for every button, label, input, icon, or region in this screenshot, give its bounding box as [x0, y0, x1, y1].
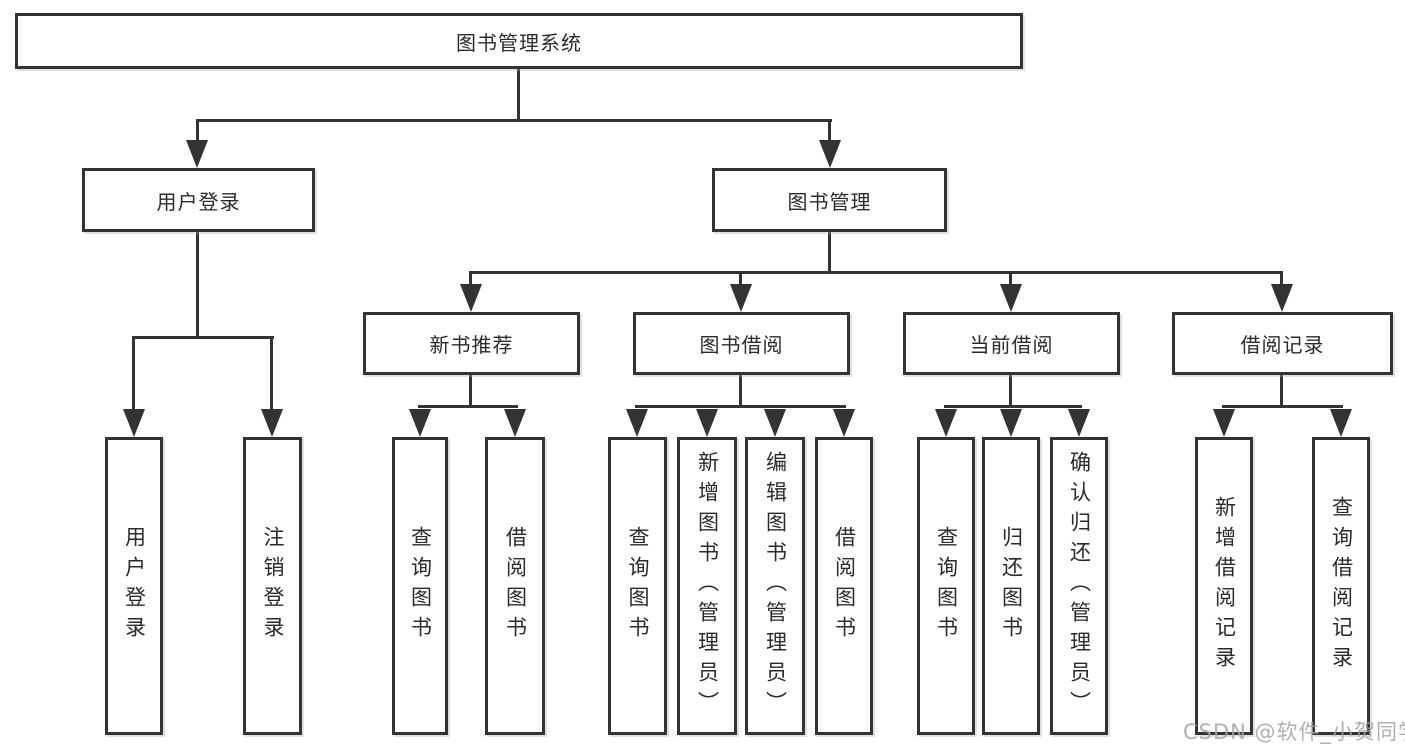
leaf-query-borrow-record: 查询借阅记录 [1312, 437, 1370, 735]
arrow-down-icon [764, 409, 786, 437]
connector-branch-hline [944, 405, 1082, 408]
arrow-down-icon [261, 409, 283, 437]
arrow-down-icon [123, 409, 145, 437]
leaf-label: 查询图书 [934, 526, 959, 646]
leaf-edit-book-admin: 编辑图书（管理员） [745, 437, 805, 735]
arrow-down-icon [833, 409, 855, 437]
leaf-add-borrow-record: 新增借阅记录 [1195, 437, 1253, 735]
arrow-down-icon [1068, 409, 1090, 437]
leaf-borrow-books: 借阅图书 [815, 437, 873, 735]
leaf-add-book-admin: 新增图书（管理员） [677, 437, 737, 735]
leaf-label: 查询图书 [626, 526, 650, 646]
connector-leaf-stem [469, 271, 472, 285]
arrow-down-icon [819, 140, 841, 168]
arrow-down-icon [1000, 284, 1022, 312]
arrow-down-icon [186, 140, 208, 168]
leaf-confirm-return-admin: 确认归还（管理员） [1050, 437, 1108, 735]
connector-leaf-stem [132, 336, 135, 411]
connector-book-mgmt-stem [828, 119, 831, 142]
leaf-logout: 注销登录 [243, 437, 302, 735]
arrow-down-icon [730, 284, 752, 312]
node-book-management: 图书管理 [712, 168, 947, 232]
connector-mgmt-branch-drop [828, 232, 831, 274]
connector-level2-hline [469, 271, 1283, 274]
connector-level1-hline [196, 119, 832, 122]
csdn-watermark: CSDN @软件_小贺同学 [1183, 720, 1405, 744]
leaf-query-books-borrow: 查询图书 [608, 437, 667, 735]
arrow-down-icon [1330, 409, 1352, 437]
leaf-label: 查询借阅记录 [1329, 496, 1354, 676]
connector-branch-hline [1222, 405, 1343, 408]
connector-branch-drop [469, 375, 472, 408]
connector-branch-drop [1009, 375, 1012, 408]
arrow-down-icon [504, 409, 526, 437]
connector-user-login-stem [196, 119, 199, 142]
leaf-user-login: 用户登录 [105, 437, 163, 735]
connector-root-drop [517, 69, 520, 122]
leaf-return-book: 归还图书 [982, 437, 1040, 735]
arrow-down-icon [696, 409, 718, 437]
leaf-label: 用户登录 [122, 526, 147, 646]
connector-leaf-stem [270, 336, 273, 411]
connector-branch-drop [739, 375, 742, 408]
node-new-book-recommend: 新书推荐 [363, 312, 580, 375]
node-user-login: 用户登录 [82, 168, 315, 232]
leaf-label: 注销登录 [261, 526, 285, 646]
connector-user-branch-hline [132, 336, 274, 339]
leaf-label: 新增借阅记录 [1212, 496, 1237, 676]
arrow-down-icon [1271, 284, 1293, 312]
arrow-down-icon [1213, 409, 1235, 437]
leaf-label: 新增图书（管理员） [695, 451, 720, 721]
leaf-query-books-recommend: 查询图书 [392, 437, 448, 735]
node-current-borrow: 当前借阅 [903, 312, 1120, 375]
connector-leaf-stem [1280, 271, 1283, 285]
arrow-down-icon [1000, 409, 1022, 437]
arrow-down-icon [935, 409, 957, 437]
connector-branch-hline [635, 405, 846, 408]
leaf-label: 确认归还（管理员） [1067, 451, 1092, 721]
arrow-down-icon [626, 409, 648, 437]
node-book-borrow: 图书借阅 [633, 312, 850, 375]
arrow-down-icon [460, 284, 482, 312]
leaf-label: 借阅图书 [503, 526, 528, 646]
leaf-borrow-books-recommend: 借阅图书 [485, 437, 545, 735]
leaf-label: 借阅图书 [832, 526, 857, 646]
node-library-system: 图书管理系统 [15, 13, 1023, 69]
leaf-label: 编辑图书（管理员） [763, 451, 788, 721]
leaf-query-books-current: 查询图书 [917, 437, 975, 735]
connector-branch-hline [418, 405, 518, 408]
leaf-label: 查询图书 [408, 526, 433, 646]
node-borrow-records: 借阅记录 [1172, 312, 1393, 375]
connector-leaf-stem [739, 271, 742, 285]
connector-user-branch-drop [196, 232, 199, 339]
connector-leaf-stem [1009, 271, 1012, 285]
connector-branch-drop [1280, 375, 1283, 408]
arrow-down-icon [409, 409, 431, 437]
leaf-label: 归还图书 [999, 526, 1024, 646]
